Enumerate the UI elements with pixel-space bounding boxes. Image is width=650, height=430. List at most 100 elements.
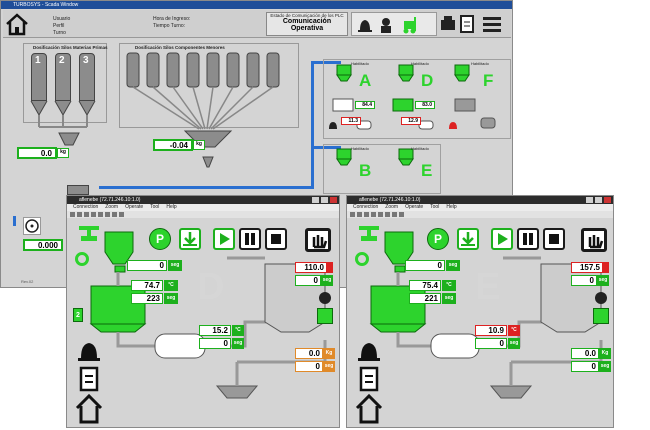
plc-status-line1: Comunicación — [282, 18, 332, 25]
panel-e-mix-seg-value: 0 — [475, 338, 507, 349]
panel-e-top-seg-value: 0 — [405, 260, 445, 271]
pipe-top-b — [311, 146, 341, 149]
panel-d-menu-connection[interactable]: Connection — [73, 204, 99, 210]
panel-e-p-button[interactable]: P — [427, 228, 449, 250]
panel-e-max-button[interactable] — [595, 197, 602, 203]
alarm-bell-icon[interactable] — [78, 343, 100, 361]
panel-d-pause-button[interactable] — [239, 228, 261, 250]
alarm-bell-icon[interactable] — [358, 20, 372, 32]
panel-d-left-icons — [75, 343, 103, 424]
pressure-value: 0.000 — [23, 239, 63, 251]
silo-1[interactable] — [31, 53, 47, 101]
main-scada-window: TURBOSYS - Scada Window Usuario Perfil T… — [0, 0, 513, 288]
mixer[interactable] — [67, 185, 89, 195]
panel-e-menu-zoom[interactable]: Zoom — [385, 204, 399, 210]
line-d-letter[interactable]: D — [421, 71, 434, 90]
panel-e-download-button[interactable] — [457, 228, 479, 250]
crane-icon — [79, 226, 99, 241]
pipe-main-horizontal — [99, 186, 314, 189]
line-f-status: Habilitado — [471, 61, 489, 66]
silo-2[interactable] — [55, 53, 71, 101]
home-icon[interactable] — [355, 393, 383, 424]
panel-d-kg-seg-value: 0 — [295, 361, 323, 372]
panel-e-red-indicator — [603, 262, 609, 273]
panel-d-menu-tool[interactable]: Tool — [150, 204, 160, 210]
panel-e-hand-button[interactable] — [581, 228, 607, 252]
panel-d-stop-button[interactable] — [265, 228, 287, 250]
panel-e-menu-tool[interactable]: Tool — [430, 204, 440, 210]
panel-d-max-button[interactable] — [321, 197, 328, 203]
minor-silos — [126, 52, 280, 168]
panel-d-crane-button[interactable] — [73, 223, 97, 245]
report-icon[interactable] — [79, 366, 99, 392]
panel-d-menu-zoom[interactable]: Zoom — [105, 204, 119, 210]
minor-weight-unit: kg — [193, 140, 205, 150]
line-a-sec: 11.3 — [341, 117, 361, 125]
document-icon[interactable] — [460, 15, 474, 33]
panel-d-window: aflenebe (72.71.246.10:1.0) Connection Z… — [66, 195, 340, 428]
panel-e-menu-connection[interactable]: Connection — [353, 204, 379, 210]
panel-d-upload-button[interactable] — [317, 308, 333, 324]
panel-e-rotate-icon[interactable] — [355, 252, 369, 266]
panel-d-play-button[interactable] — [213, 228, 235, 250]
panel-d-dial-icon[interactable] — [319, 292, 331, 304]
line-f-letter[interactable]: F — [483, 71, 494, 90]
panel-d-rotate-icon[interactable] — [75, 252, 89, 266]
play-icon — [498, 233, 508, 245]
line-top-equipment — [332, 64, 496, 130]
panel-e-red-seg-value: 0 — [571, 275, 597, 286]
panel-e-upload-button[interactable] — [593, 308, 609, 324]
panel-e-seg2-value: 221 — [409, 293, 441, 304]
panel-d-p-button[interactable]: P — [149, 228, 171, 250]
panel-d-min-button[interactable] — [312, 197, 319, 203]
line-e-letter[interactable]: E — [421, 161, 433, 180]
report-icon[interactable] — [359, 366, 379, 392]
silo-2-number: 2 — [59, 55, 65, 66]
printer-icon[interactable] — [441, 16, 455, 30]
line-alarm-icons — [329, 122, 457, 129]
top-right-icons — [351, 12, 437, 36]
pause-icon — [523, 233, 533, 245]
panel-e-min-button[interactable] — [586, 197, 593, 203]
user-key-icon[interactable] — [381, 18, 391, 33]
play-icon — [220, 233, 230, 245]
home-button[interactable] — [5, 12, 29, 36]
pressure-gauge-icon[interactable] — [23, 217, 41, 235]
line-area-top — [323, 59, 511, 139]
panel-e-pause-button[interactable] — [517, 228, 539, 250]
panel-d-toolbar — [67, 211, 339, 218]
panel-d-menu-help[interactable]: Help — [166, 204, 177, 210]
panel-e-menu-operate[interactable]: Operate — [405, 204, 424, 210]
line-bottom-equipment — [336, 148, 414, 166]
panel-e-close-button[interactable] — [604, 197, 611, 203]
pipe-top-a — [311, 61, 341, 64]
panel-d-hand-button[interactable] — [305, 228, 331, 252]
line-b-letter[interactable]: B — [359, 161, 372, 180]
panel-e-play-button[interactable] — [491, 228, 513, 250]
home-icon — [6, 13, 28, 36]
stop-icon — [271, 234, 281, 244]
panel-d-seg2-unit: seg — [164, 293, 178, 304]
panel-d-temp-value: 74.7 — [131, 280, 163, 291]
forklift-icon[interactable] — [403, 17, 417, 34]
top-actions — [441, 15, 501, 33]
panel-d-menu-operate[interactable]: Operate — [125, 204, 144, 210]
panel-e-dial-icon[interactable] — [595, 292, 607, 304]
panel-d-close-button[interactable] — [330, 197, 337, 203]
line-a-temp: 84.4 — [355, 101, 375, 109]
home-icon[interactable] — [75, 393, 103, 424]
menu-icon[interactable] — [483, 17, 501, 32]
panel-e-menu-help[interactable]: Help — [446, 204, 457, 210]
silo-3[interactable] — [79, 53, 95, 101]
panel-d-download-button[interactable] — [179, 228, 201, 250]
alarm-bell-icon[interactable] — [358, 343, 380, 361]
panel-e-menubar: Connection Zoom Operate Tool Help — [347, 204, 613, 211]
panel-d-titlebar: aflenebe (72.71.246.10:1.0) — [67, 196, 339, 204]
panel-e-stop-button[interactable] — [543, 228, 565, 250]
panel-d-kg-seg-unit: seg — [323, 361, 335, 372]
panel-e-red-value: 157.5 — [571, 262, 603, 273]
panel-d-kg-unit: Kg — [323, 348, 335, 359]
line-a-letter[interactable]: A — [359, 71, 372, 90]
hand-icon — [588, 235, 604, 249]
panel-d-side-number[interactable]: 2 — [73, 308, 83, 322]
